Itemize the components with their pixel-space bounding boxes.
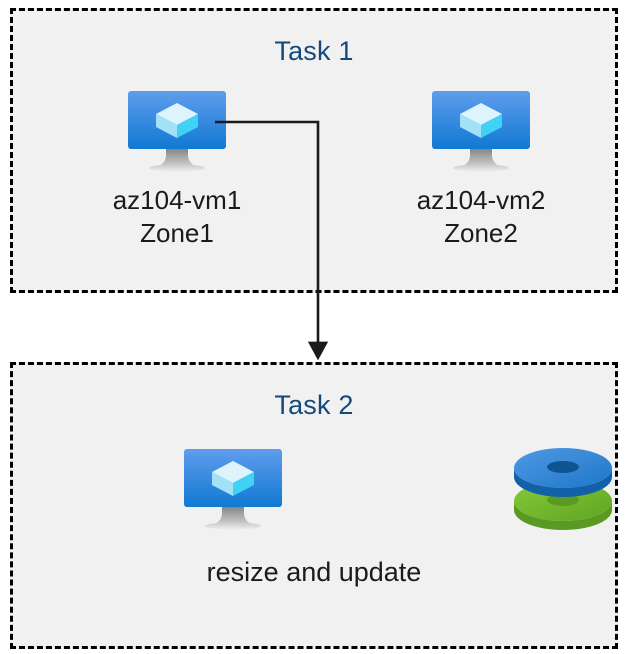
- virtual-machine-icon: [432, 91, 530, 172]
- managed-disks-icon: [514, 448, 612, 530]
- node-label-name: az104-vm1: [112, 185, 242, 215]
- task-2-title: Task 2: [274, 390, 354, 420]
- virtual-machine-icon: [184, 448, 282, 529]
- task-2-caption: resize and update: [206, 557, 422, 587]
- node-label-zone: Zone2: [444, 218, 518, 248]
- node-az104-vm1: az104-vm1 Zone1: [87, 87, 267, 250]
- task-1-container: Task 1: [10, 8, 618, 293]
- task-1-title: Task 1: [274, 36, 354, 66]
- node-label-name: az104-vm2: [416, 185, 546, 215]
- node-az104-vm2: az104-vm2 Zone2: [391, 87, 571, 250]
- task-2-container: Task 2: [10, 362, 618, 649]
- task-2-icon-row: [13, 443, 615, 531]
- node-label-zone: Zone1: [140, 218, 214, 248]
- virtual-machine-icon: [128, 91, 226, 172]
